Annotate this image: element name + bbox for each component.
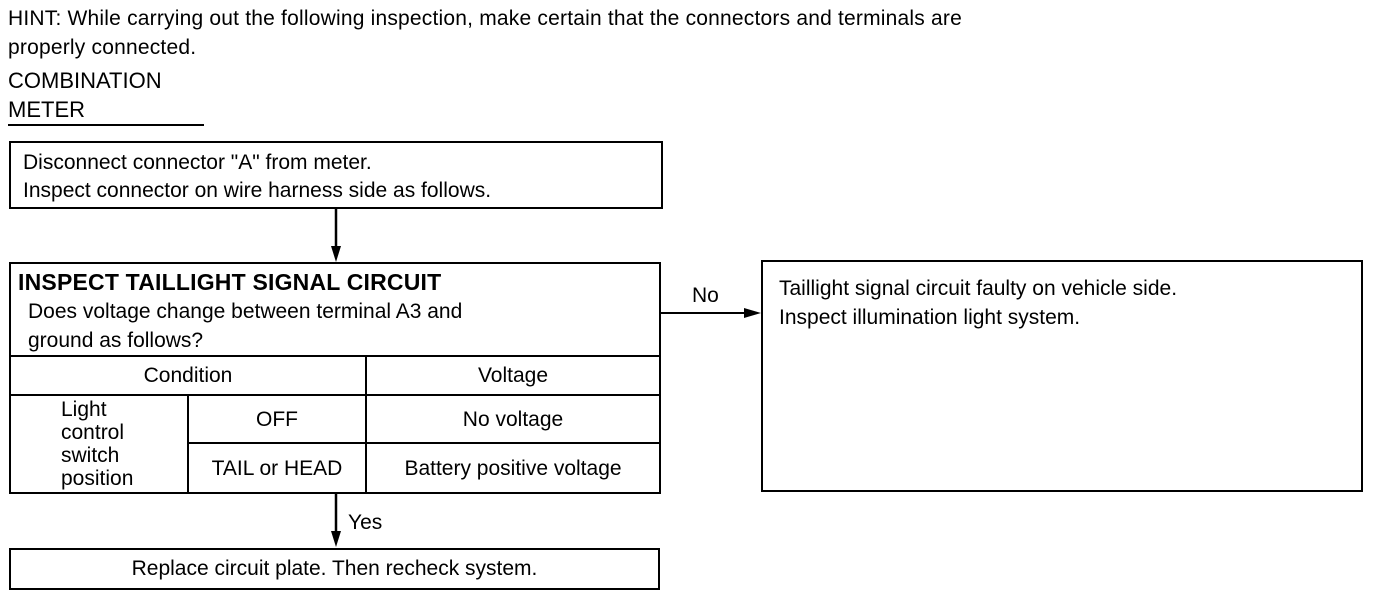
table-row-label: Light control switch position xyxy=(61,398,133,490)
result-yes-text: Replace circuit plate. Then recheck syst… xyxy=(131,557,538,580)
branch-yes-label: Yes xyxy=(348,511,383,534)
inspect-question-line-1: Does voltage change between terminal A3 … xyxy=(28,300,463,323)
component-heading-underline xyxy=(8,124,204,126)
row-label-line-2: control xyxy=(61,421,125,444)
table-header-condition: Condition xyxy=(143,364,233,387)
table-header-border xyxy=(9,394,661,396)
component-heading: COMBINATION METER xyxy=(8,66,162,124)
table-top-border xyxy=(9,355,661,357)
step-disconnect-line-2: Inspect connector on wire harness side a… xyxy=(23,179,492,202)
step-disconnect-line-1: Disconnect connector "A" from meter. xyxy=(23,151,372,174)
result-no-line-1: Taillight signal circuit faulty on vehic… xyxy=(779,277,1178,300)
table-col-divider-voltage xyxy=(365,356,367,492)
result-yes-box: Replace circuit plate. Then recheck syst… xyxy=(9,548,660,590)
table-row-divider xyxy=(188,442,661,444)
arrow-down-1 xyxy=(331,208,341,262)
inspect-question: Does voltage change between terminal A3 … xyxy=(28,297,628,355)
row-label-line-3: switch xyxy=(61,444,120,467)
hint-text: HINT: While carrying out the following i… xyxy=(8,4,1308,62)
step-disconnect-box: Disconnect connector "A" from meter. Ins… xyxy=(9,141,663,209)
row-label-line-1: Light xyxy=(61,398,107,421)
table-row-1-position: OFF xyxy=(256,407,298,431)
branch-no-label: No xyxy=(692,284,719,307)
table-header-voltage: Voltage xyxy=(477,364,549,387)
arrow-down-yes xyxy=(331,492,341,547)
result-no-box: Taillight signal circuit faulty on vehic… xyxy=(761,260,1363,492)
result-no-line-2: Inspect illumination light system. xyxy=(779,306,1081,329)
inspect-question-line-2: ground as follows? xyxy=(28,329,204,352)
row-label-line-4: position xyxy=(61,467,134,490)
component-heading-line-1: COMBINATION xyxy=(8,68,162,93)
hint-line-1: HINT: While carrying out the following i… xyxy=(8,7,962,30)
table-row-2-position: TAIL or HEAD xyxy=(211,456,343,480)
hint-line-2: properly connected. xyxy=(8,36,197,59)
table-row-2-voltage: Battery positive voltage xyxy=(404,456,622,480)
table-col-divider-position xyxy=(187,395,189,492)
component-heading-line-2: METER xyxy=(8,97,85,122)
inspect-title: INSPECT TAILLIGHT SIGNAL CIRCUIT xyxy=(18,269,442,295)
table-row-1-voltage: No voltage xyxy=(462,407,564,431)
arrow-right-no xyxy=(660,308,761,318)
